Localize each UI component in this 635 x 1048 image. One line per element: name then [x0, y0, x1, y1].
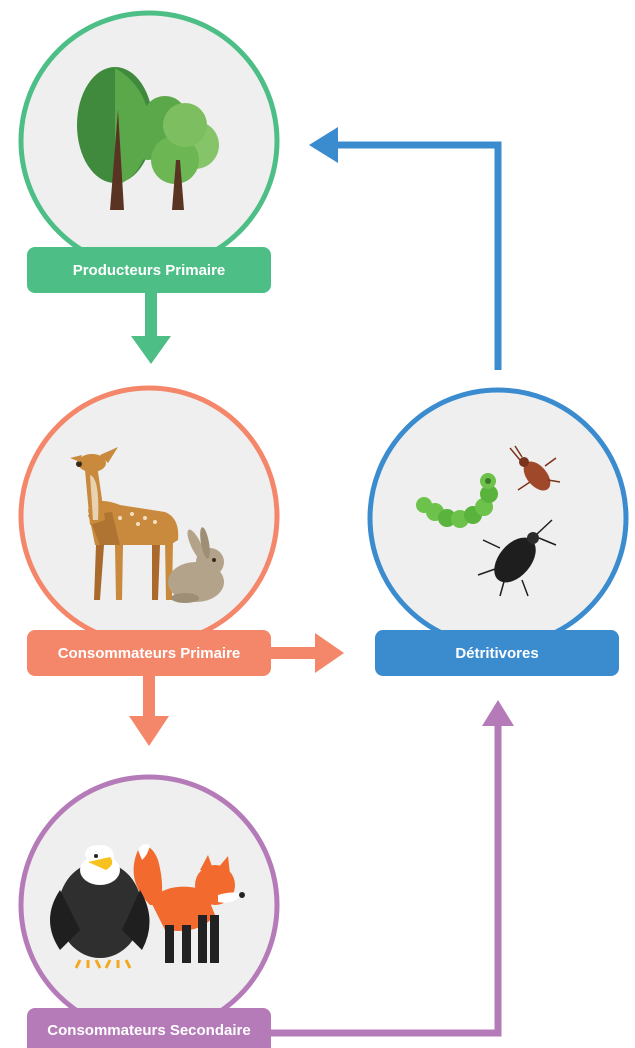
- label-detritivores: Détritivores: [375, 630, 619, 676]
- trees-icon: [77, 67, 219, 210]
- edge-detritivores-to-producteurs: [309, 127, 502, 370]
- edge-consommateurs-primaire-to-detritivores: [271, 633, 344, 673]
- node-consommateurs-primaire: [18, 385, 280, 647]
- label-consommateurs-secondaire: Consommateurs Secondaire: [27, 1008, 271, 1048]
- node-consommateurs-secondaire: [18, 774, 280, 1036]
- edge-consommateurs-primaire-to-secondaire: [129, 676, 169, 746]
- edge-consommateurs-secondaire-to-detritivores: [271, 700, 514, 1037]
- node-producteurs: [18, 10, 280, 272]
- node-detritivores: [367, 387, 629, 649]
- edge-producteurs-to-consommateurs-primaire: [131, 293, 171, 364]
- label-consommateurs-primaire: Consommateurs Primaire: [27, 630, 271, 676]
- deer-rabbit-icon: [70, 447, 224, 603]
- eagle-fox-icon: [50, 844, 245, 969]
- insects-icon: [416, 445, 561, 597]
- label-producteurs-primaire: Producteurs Primaire: [27, 247, 271, 293]
